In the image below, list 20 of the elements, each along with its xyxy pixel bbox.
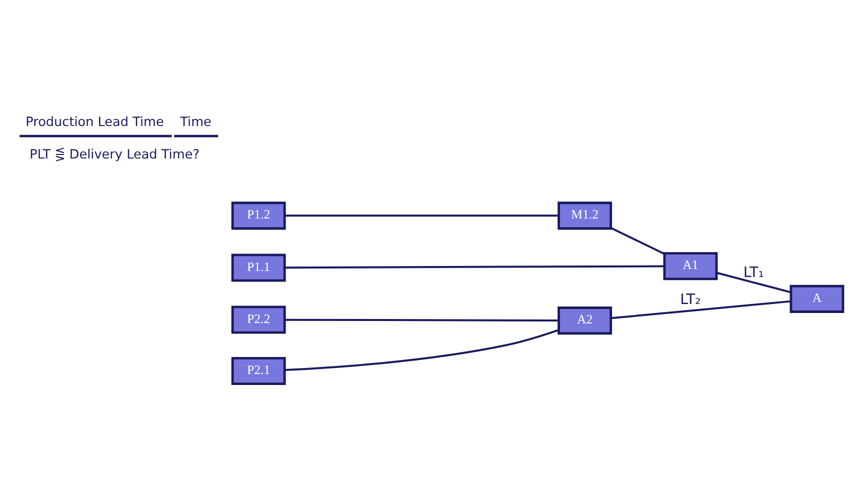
connector [284, 318, 559, 321]
label: Production Lead Time [26, 114, 164, 130]
node-box: P1.1 [231, 253, 286, 282]
connector [610, 300, 791, 319]
node-box: P1.2 [231, 201, 286, 230]
node-box: P2.1 [231, 356, 286, 384]
edge-label: LT₂ [680, 292, 701, 308]
connector [284, 328, 560, 371]
connector [610, 226, 665, 254]
label: Time [180, 114, 212, 130]
edge-label: LT₁ [743, 264, 764, 280]
node-box: P2.2 [231, 305, 286, 334]
node-box: A1 [663, 252, 718, 280]
label: PLT ⋚ Delivery Lead Time? [30, 147, 200, 162]
node-box: A2 [558, 306, 612, 334]
node-box: A [790, 284, 844, 312]
connector [716, 271, 792, 293]
connector [284, 214, 559, 216]
node-box: M1.2 [558, 201, 612, 230]
connector [284, 264, 664, 268]
